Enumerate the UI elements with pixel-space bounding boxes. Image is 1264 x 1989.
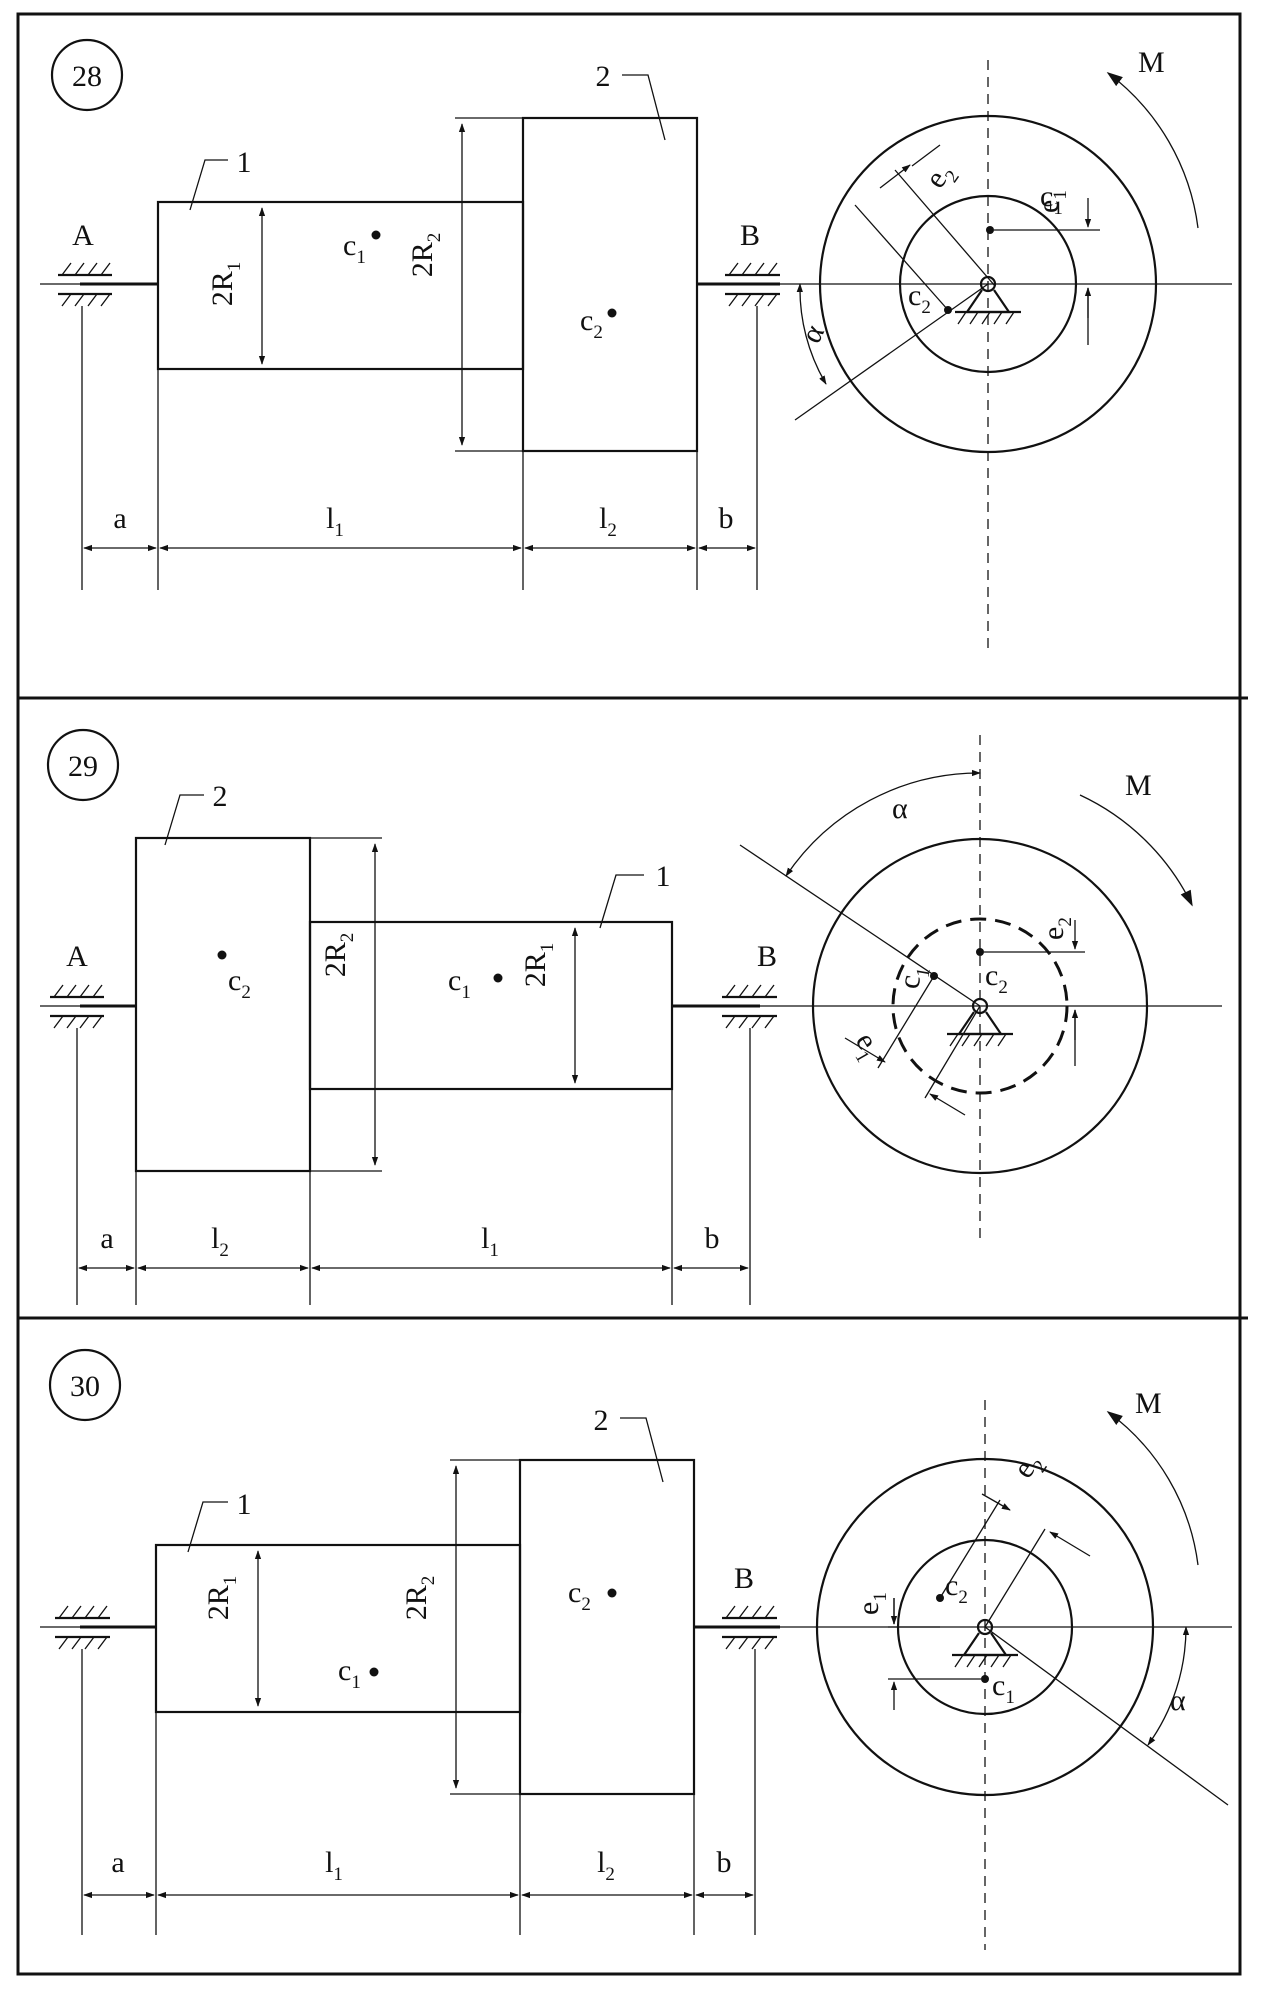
part-2-label: 2	[213, 780, 228, 813]
c1-label: c1	[448, 964, 471, 1003]
angle-label: α	[892, 792, 908, 825]
leader-2	[620, 1417, 664, 1483]
support-a	[55, 1605, 110, 1650]
c1-endview-label: c1	[892, 963, 934, 992]
support-b	[725, 262, 780, 307]
leader-1	[187, 1501, 228, 1553]
panel-number-badge	[50, 38, 124, 112]
support-b-label: B	[740, 219, 760, 252]
end-view	[800, 1400, 1232, 1950]
dim-l1-label: l1	[326, 502, 344, 541]
c2-endview-label: c2	[985, 959, 1008, 998]
support-a	[50, 984, 104, 1029]
c2-label: c2	[580, 304, 603, 343]
radius-1-label: 2R1	[206, 262, 245, 307]
e2-label: e2	[919, 156, 964, 197]
support-b-label: B	[757, 940, 777, 973]
end-view	[739, 735, 1222, 1240]
cylinder-2	[521, 116, 699, 453]
leader-2	[622, 74, 666, 141]
dim-l2-label: l2	[599, 502, 617, 541]
dim-b-label: b	[719, 502, 734, 535]
c2-endview-label: c2	[908, 279, 931, 318]
panel-number: 29	[68, 750, 98, 783]
c2-point	[217, 950, 227, 960]
e2-label: e2	[1007, 1446, 1052, 1487]
support-b	[722, 984, 777, 1029]
panel-30: 30 B 1 2 2R1 2R2 c1	[40, 1348, 1232, 1950]
dim-a-label: a	[111, 1846, 124, 1879]
e1-label: e1	[852, 1592, 891, 1615]
radius-1-label: 2R1	[519, 943, 558, 988]
c2-label: c2	[228, 964, 251, 1003]
cylinder-2	[518, 1458, 696, 1796]
c1-label: c1	[343, 229, 366, 268]
c2-endview-label: c2	[945, 1569, 968, 1608]
support-a-label: A	[72, 219, 94, 252]
dim-b-label: b	[717, 1846, 732, 1879]
radius-2-label: 2R2	[400, 1576, 439, 1621]
dim-l1-label: l1	[481, 1222, 499, 1261]
dim-a-label: a	[100, 1222, 113, 1255]
dim-a-label: a	[113, 502, 126, 535]
length-dimensions	[81, 306, 758, 590]
e2-label: e2	[1037, 917, 1076, 940]
c2-label: c2	[568, 1576, 591, 1615]
c1-point	[371, 230, 381, 240]
c1-point	[493, 973, 503, 983]
end-view	[794, 60, 1232, 650]
panel-number: 28	[72, 60, 102, 93]
dim-b-label: b	[705, 1222, 720, 1255]
c1-label: c1	[338, 1654, 361, 1693]
length-dimensions	[81, 1649, 756, 1935]
c2-point	[607, 308, 617, 318]
e1-label: e1	[1032, 190, 1071, 213]
support-a-label: A	[66, 940, 88, 973]
radius-2-label: 2R2	[319, 933, 358, 978]
part-2-label: 2	[594, 1404, 609, 1437]
support-b	[722, 1605, 777, 1650]
cylinder-2	[134, 836, 312, 1173]
part-1-label: 1	[656, 860, 671, 893]
part-2-label: 2	[596, 60, 611, 93]
panel-number-badge	[48, 1348, 122, 1422]
panel-28: 28 A B 1 2 2R1	[40, 38, 1232, 650]
panel-number: 30	[70, 1370, 100, 1403]
moment-label: M	[1135, 1387, 1162, 1420]
part-1-label: 1	[237, 1488, 252, 1521]
c1-endview-label: c1	[992, 1669, 1015, 1708]
panel-number-badge	[46, 728, 120, 802]
cylinder-1	[308, 920, 674, 1091]
dim-l2-label: l2	[597, 1846, 615, 1885]
c1-endview-label: c1	[1040, 180, 1063, 219]
dim-l1-label: l1	[325, 1846, 343, 1885]
support-b-label: B	[734, 1562, 754, 1595]
dim-l2-label: l2	[211, 1222, 229, 1261]
part-1-label: 1	[237, 146, 252, 179]
angle-label: α	[1170, 1684, 1186, 1717]
leader-2	[164, 794, 204, 846]
leader-1	[189, 159, 228, 211]
radius-2-label: 2R2	[406, 233, 445, 278]
radius-1-label: 2R1	[202, 1576, 241, 1621]
support-a	[58, 262, 112, 307]
c1-point	[369, 1667, 379, 1677]
c2-point	[607, 1588, 617, 1598]
outer-frame	[16, 12, 1242, 1976]
moment-label: M	[1138, 46, 1165, 79]
leader-1	[599, 874, 644, 929]
length-dimensions	[76, 1028, 751, 1305]
panel-29: 29 A B 2 1 2R2 2R1	[40, 728, 1222, 1305]
moment-label: M	[1125, 769, 1152, 802]
